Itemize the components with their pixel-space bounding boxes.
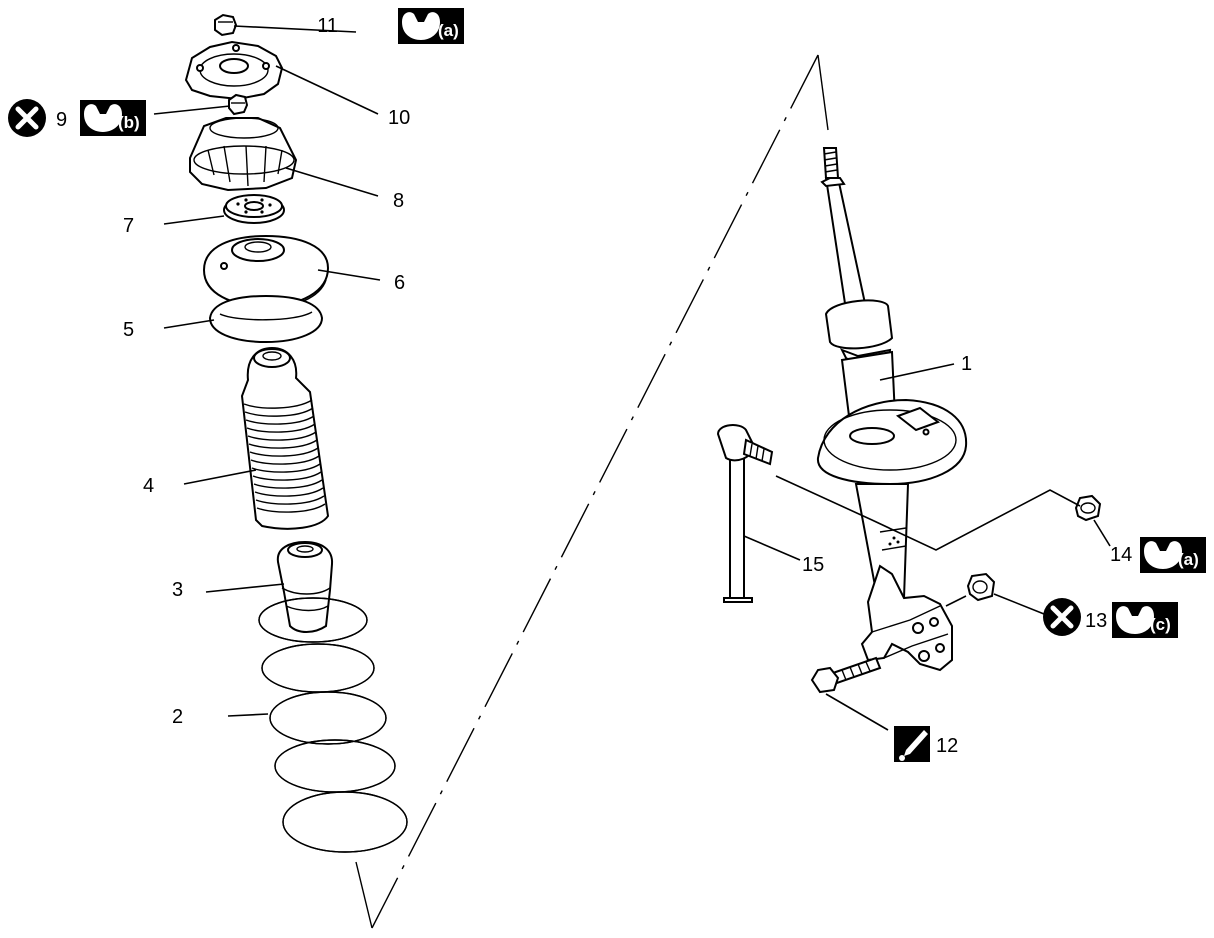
callout-10: 10 [388, 107, 410, 129]
torque-tag-14: (a) [1140, 537, 1206, 573]
torque-spec-c: (c) [1150, 615, 1171, 634]
callout-13: 13 [1085, 610, 1107, 632]
part-15-stabilizer-link [716, 424, 774, 603]
grease-brush-icon [894, 726, 930, 762]
leader-lines [153, 25, 1111, 731]
callout-1: 1 [961, 353, 972, 375]
wrench-torque-icon [84, 104, 122, 132]
callout-9: 9 [56, 109, 67, 131]
part-2-coil-spring [258, 597, 408, 853]
assembly-guide-lines [355, 54, 829, 929]
part-13-nut [966, 572, 996, 602]
callout-4: 4 [143, 475, 154, 497]
do-not-reuse-x-icon [1043, 598, 1081, 636]
torque-spec-a-14: (a) [1178, 550, 1199, 569]
callout-2: 2 [172, 706, 183, 728]
part-8-bearing-cover [189, 117, 298, 192]
callout-3: 3 [172, 579, 183, 601]
callout-12: 12 [936, 735, 958, 757]
wrench-torque-icon [1144, 541, 1182, 569]
part-4-dust-boot [240, 346, 330, 530]
callout-15: 15 [802, 554, 824, 576]
torque-tag-9: (b) [80, 100, 146, 136]
torque-spec-b: (b) [118, 113, 140, 132]
part-5-insulator [208, 294, 324, 344]
torque-tag-13: (c) [1112, 602, 1178, 638]
torque-tag-11: (a) [398, 8, 464, 44]
callout-8: 8 [393, 190, 404, 212]
do-not-reuse-x-icon [8, 99, 46, 137]
torque-spec-a: (a) [438, 21, 459, 40]
callout-7: 7 [123, 215, 134, 237]
callout-5: 5 [123, 319, 134, 341]
wrench-torque-icon [402, 12, 440, 41]
callout-14: 14 [1110, 544, 1132, 566]
part-10-upper-mount [184, 40, 284, 101]
part-14-nut [1074, 494, 1102, 522]
part-7-bearing [223, 194, 285, 224]
part-1-strut [816, 147, 968, 672]
callout-11: 11 [317, 15, 338, 37]
part-9-nut [228, 93, 249, 116]
part-12-bolt [810, 656, 882, 694]
wrench-torque-icon [1116, 606, 1154, 634]
callout-numbers: 11 10 9 8 7 6 5 4 3 2 1 14 13 12 15 [56, 15, 1132, 757]
part-11-nut [214, 13, 238, 37]
callout-6: 6 [394, 272, 405, 294]
part-3-bump-stopper [276, 540, 334, 633]
